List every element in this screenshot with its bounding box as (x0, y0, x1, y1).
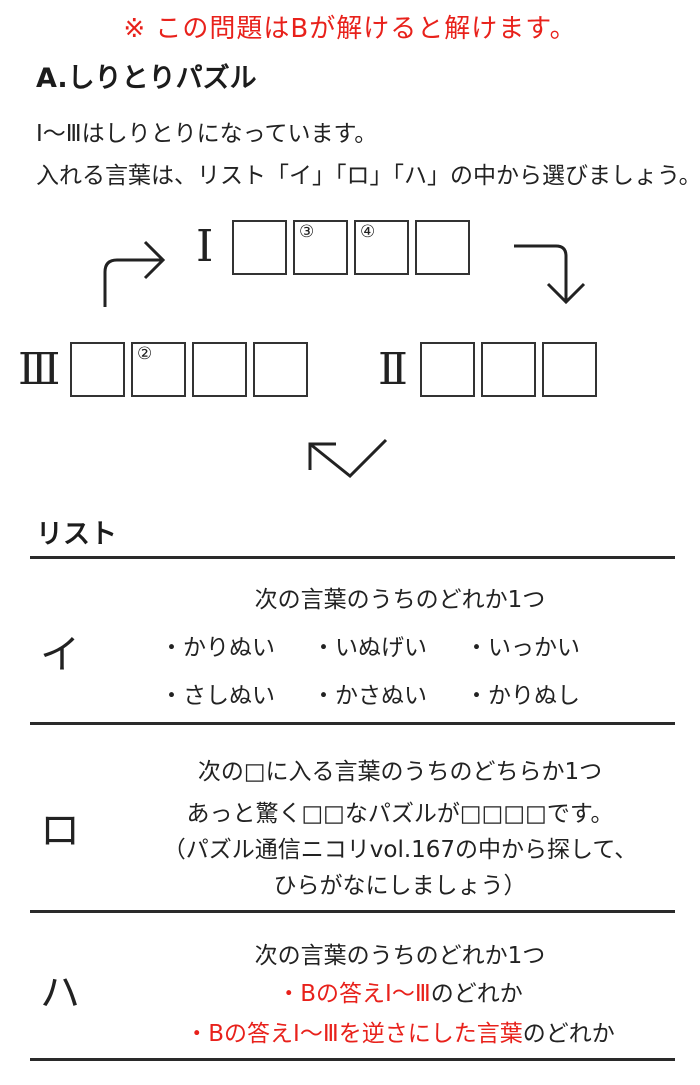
row-label-1: Ⅰ (196, 221, 214, 272)
page-title: A.しりとりパズル (36, 63, 257, 94)
section-ha-item-2: ・Bの答えⅠ～Ⅲを逆さにした言葉のどれか (140, 1014, 660, 1048)
answer-box-1-3[interactable]: ④ (354, 220, 409, 275)
box-marker: ③ (299, 222, 315, 242)
list-item: ・かさぬい (312, 683, 427, 709)
instruction-line-2: 入れる言葉は、リスト「イ」「ロ」「ハ」の中から選びましょう。 (36, 163, 700, 189)
box-marker: ② (137, 344, 153, 364)
row-label-3: Ⅲ (18, 344, 61, 395)
section-ro-line-1: あっと驚く□□なパズルが□□□□です。 (186, 801, 614, 827)
section-label-ha: ハ (40, 970, 80, 1016)
section-ha-item-2-suffix: のどれか (522, 1021, 615, 1047)
notice-text: ※ この問題はBが解けると解けます。 (123, 14, 577, 44)
answer-box-3-1[interactable] (70, 342, 125, 397)
answer-box-2-2[interactable] (481, 342, 536, 397)
section-ha-item-1-red: ・Bの答えⅠ～Ⅲ (277, 981, 431, 1007)
arrow-up-right-icon (103, 240, 166, 307)
answer-box-2-3[interactable] (542, 342, 597, 397)
list-item: ・さしぬい (160, 683, 275, 709)
section-ha-heading: 次の言葉のうちのどれか1つ (254, 943, 546, 969)
section-ro-line-2: （パズル通信ニコリvol.167の中から探して、 (162, 837, 638, 863)
answer-box-1-2[interactable]: ③ (293, 220, 348, 275)
instruction-line-1: Ⅰ～Ⅲはしりとりになっています。 (36, 121, 378, 147)
section-ha-item-2-red: ・Bの答えⅠ～Ⅲを逆さにした言葉 (185, 1021, 523, 1047)
divider (30, 722, 675, 725)
divider (30, 910, 675, 913)
section-ro-line-3: ひらがなにしましょう） (273, 873, 527, 899)
answer-box-3-3[interactable] (192, 342, 247, 397)
answer-box-3-4[interactable] (253, 342, 308, 397)
list-item: ・いっかい (465, 635, 580, 661)
section-label-i: イ (40, 632, 80, 678)
section-ha-item-1-suffix: のどれか (430, 981, 523, 1007)
section-i-heading: 次の言葉のうちのどれか1つ (254, 587, 546, 613)
row-label-2: Ⅱ (378, 344, 408, 395)
list-item: ・かりぬい (160, 635, 275, 661)
list-item: ・かりぬし (465, 683, 580, 709)
divider (30, 1058, 675, 1061)
section-ha-item-1: ・Bの答えⅠ～Ⅲのどれか (140, 974, 660, 1008)
answer-box-1-1[interactable] (232, 220, 287, 275)
divider (30, 556, 675, 559)
section-ro-heading: 次の□に入る言葉のうちのどちらか1つ (197, 759, 603, 785)
list-title: リスト (36, 519, 117, 550)
answer-box-1-4[interactable] (415, 220, 470, 275)
answer-box-3-2[interactable]: ② (131, 342, 186, 397)
arrow-down-left-icon (308, 438, 388, 479)
box-marker: ④ (360, 222, 376, 242)
arrow-right-down-icon (514, 244, 586, 305)
section-label-ro: ロ (40, 808, 80, 854)
list-item: ・いぬげい (312, 635, 427, 661)
answer-box-2-1[interactable] (420, 342, 475, 397)
